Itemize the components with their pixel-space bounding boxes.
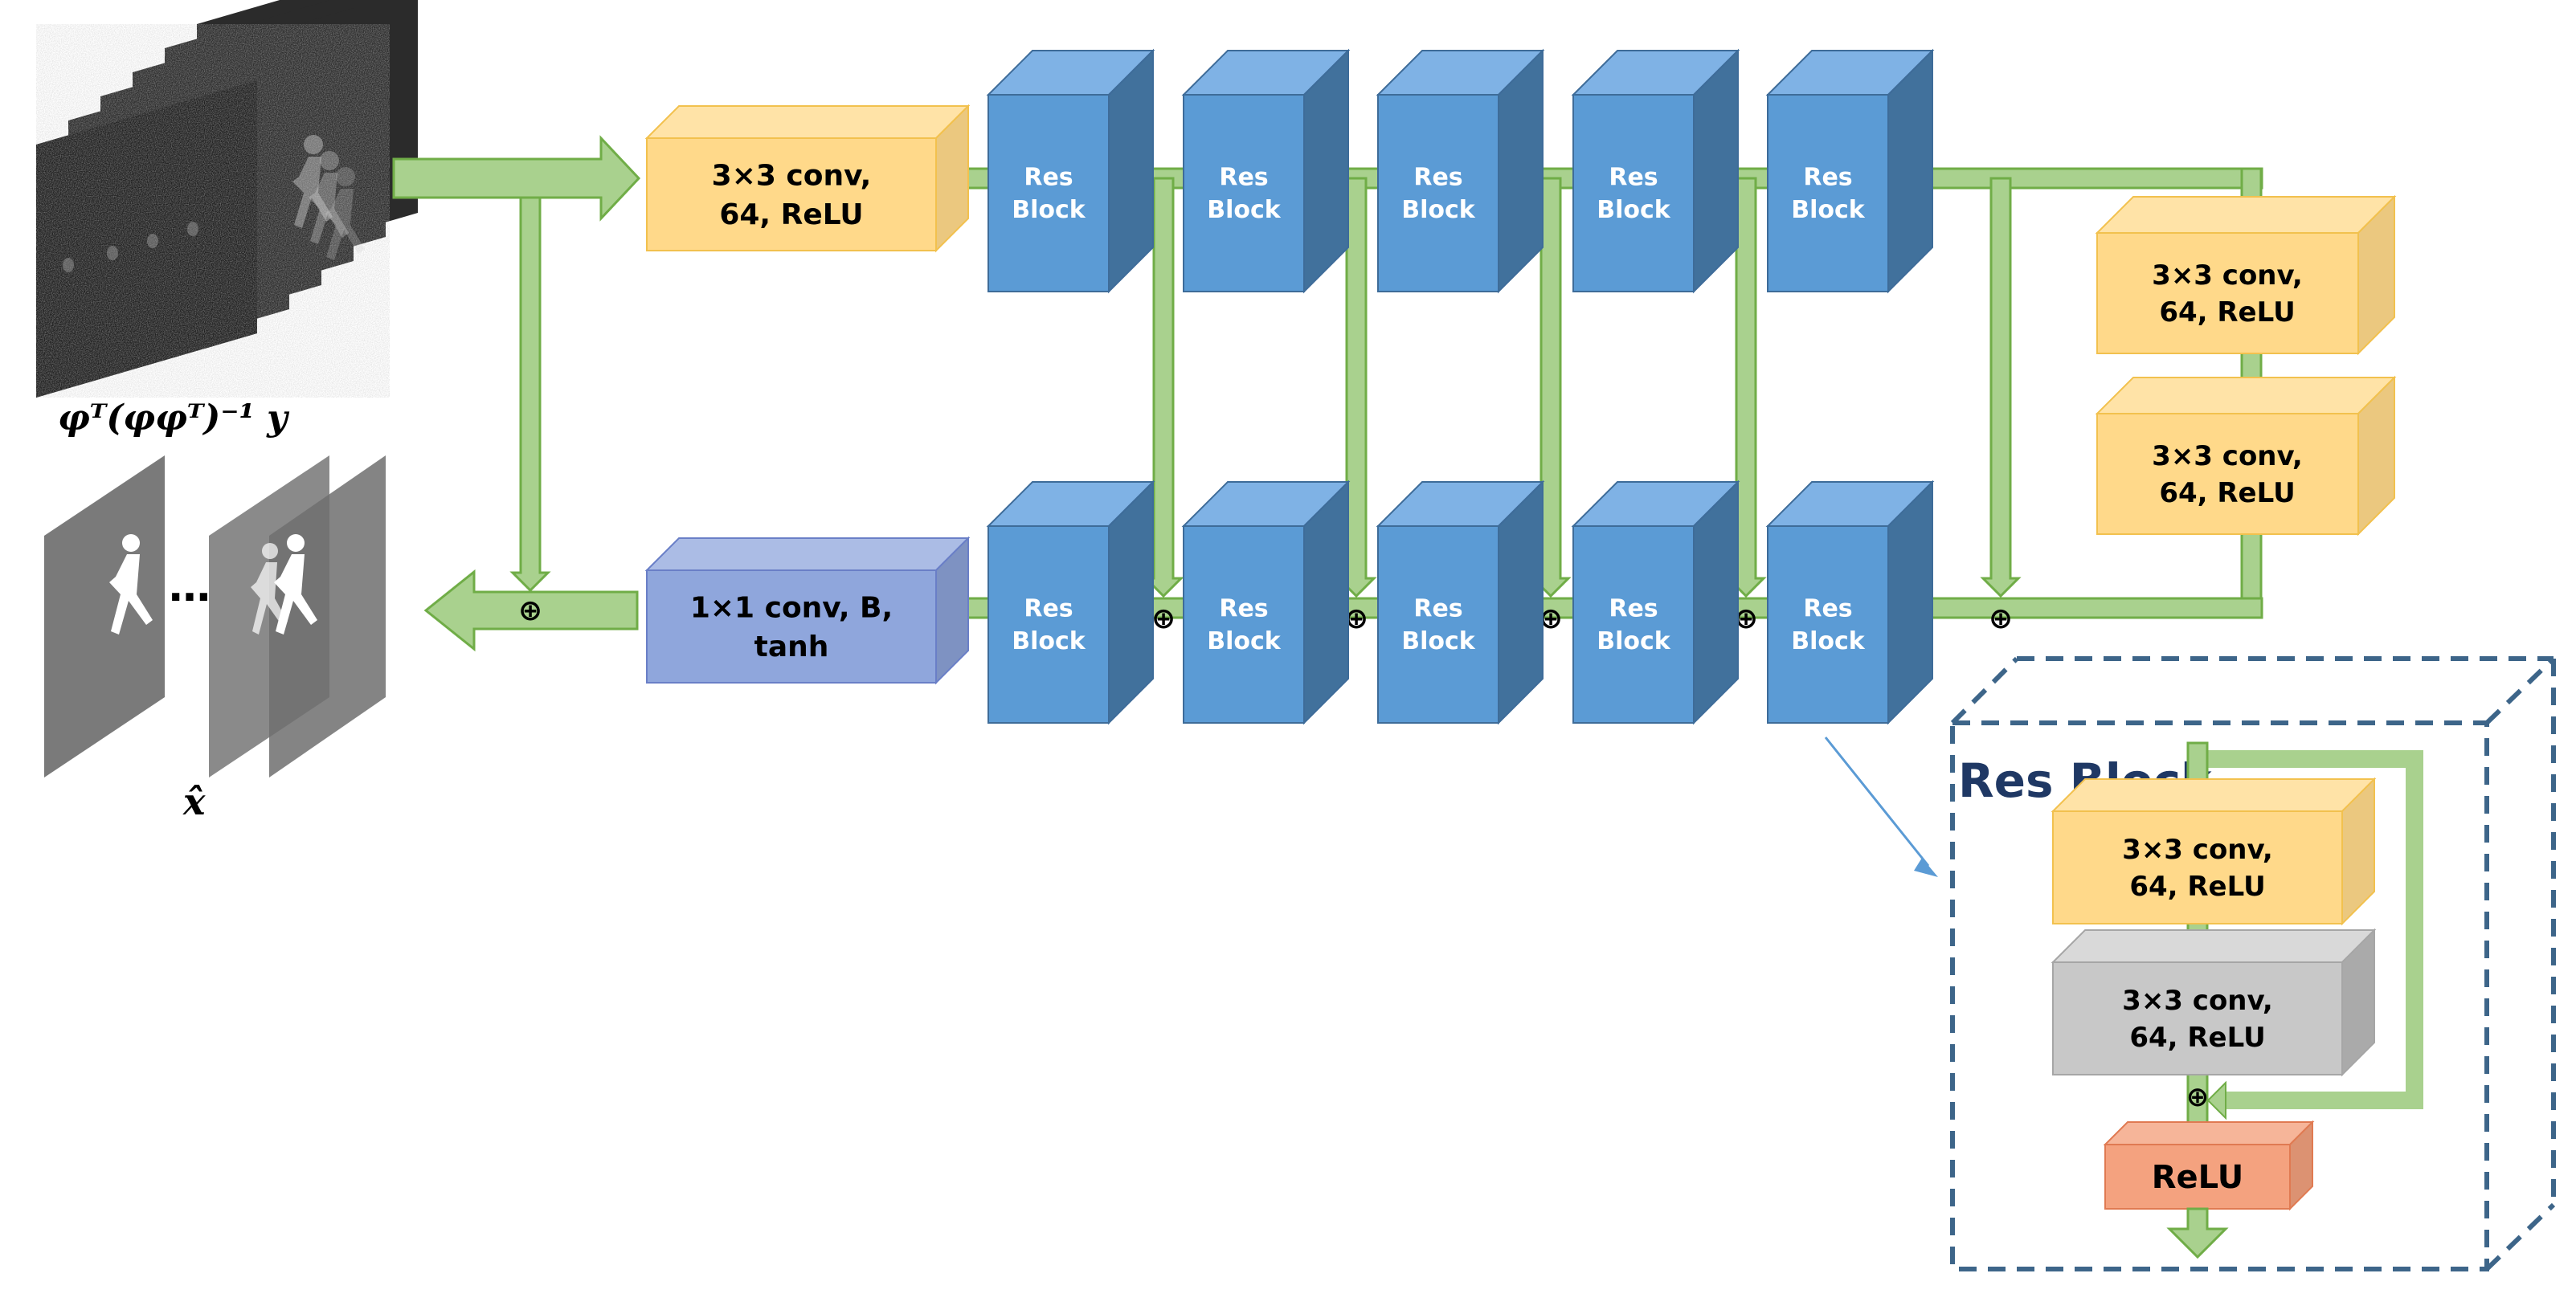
block-label: Res (1609, 594, 1658, 622)
block-label: 1×1 conv, B, (690, 591, 893, 624)
top-right-bar (1907, 167, 2263, 190)
right-conv-block-top: 3×3 conv, 64, ReLU (2095, 194, 2397, 356)
block-label: Block (1207, 627, 1282, 655)
bottom-right-bar (1907, 597, 2263, 619)
block-label: 64, ReLU (2129, 871, 2265, 903)
block-label: 64, ReLU (2159, 296, 2295, 329)
block-label: tanh (754, 631, 829, 663)
block-label: Res (1219, 594, 1268, 622)
sum-operator: ⊕ (518, 594, 542, 627)
block-label: Block (1597, 196, 1671, 224)
inset-conv-block: 3×3 conv, 64, ReLU (2051, 777, 2377, 926)
output-arrow (423, 569, 639, 652)
right-conv-block-bottom: 3×3 conv, 64, ReLU (2095, 375, 2397, 537)
block-label: 3×3 conv, (2122, 985, 2273, 1017)
inset-relu-block: ReLU (2103, 1120, 2315, 1211)
inset-output-arrow (2166, 1207, 2229, 1259)
block-label: 64, ReLU (2129, 1022, 2265, 1054)
block-label: Res (1803, 594, 1852, 622)
block-label: 3×3 conv, (2152, 440, 2303, 472)
inset-skip-path (2198, 750, 2423, 1109)
block-label: ReLU (2152, 1159, 2243, 1196)
block-label: Res (1803, 163, 1852, 191)
block-label: 3×3 conv, (712, 159, 872, 192)
block-label: Res (1609, 163, 1658, 191)
inset-sum-operator: ⊕ (2186, 1081, 2210, 1113)
block-label: Res (1024, 594, 1073, 622)
runner-figure-icon (274, 534, 317, 635)
block-label: 3×3 conv, (2122, 834, 2273, 866)
block-label: Block (1401, 196, 1476, 224)
input-arrow (392, 135, 641, 222)
inset-skip-arrowhead (2206, 1080, 2226, 1120)
block-label: 3×3 conv, (2152, 259, 2303, 292)
zoom-pointer-arrowhead (1914, 858, 1938, 877)
input-expression-label: φᵀ(φφᵀ)⁻¹ y (58, 398, 290, 439)
first-conv-block: 3×3 conv, 64, ReLU (644, 104, 971, 253)
sum-operator: ⊕ (1151, 602, 1176, 635)
block-label: Block (1791, 196, 1866, 224)
inset-gray-conv-block: 3×3 conv, 64, ReLU (2051, 928, 2377, 1077)
block-label: Block (1207, 196, 1282, 224)
output-frames (44, 455, 386, 777)
block-label: 64, ReLU (719, 198, 863, 231)
block-label: Res (1024, 163, 1073, 191)
block-label: Block (1012, 196, 1086, 224)
block-label: Res (1413, 594, 1462, 622)
runner-figure-icon (109, 534, 153, 635)
output-expression-label: x̂ (182, 780, 206, 823)
block-label: Block (1012, 627, 1086, 655)
input-frames (36, 0, 418, 398)
block-label: Block (1401, 627, 1476, 655)
sum-operator: ⊕ (1989, 602, 2013, 635)
ellipsis-label: … (169, 563, 211, 611)
long-skip-arrow (1980, 177, 2022, 598)
block-label: Block (1597, 627, 1671, 655)
zoom-pointer-line (1824, 737, 1930, 867)
block-label: Res (1413, 163, 1462, 191)
block-label: Block (1791, 627, 1866, 655)
inset-parts: ⊕ 3×3 conv, 64, ReLU 3×3 conv, 64, ReLU ReLU (2051, 741, 2423, 1259)
block-label: 64, ReLU (2159, 477, 2295, 509)
block-label: Res (1219, 163, 1268, 191)
global-skip-arrow (509, 196, 551, 593)
final-conv-block: 1×1 conv, B, tanh (644, 536, 971, 685)
